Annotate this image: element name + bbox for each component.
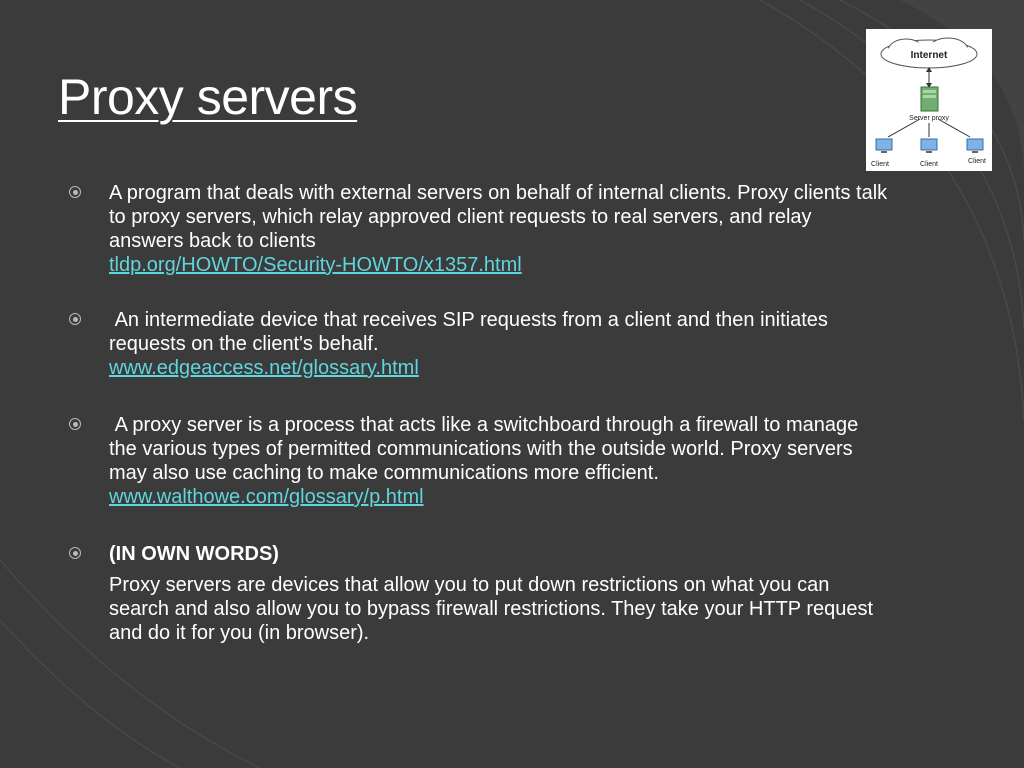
client-icon bbox=[966, 138, 984, 153]
source-link[interactable]: tldp.org/HOWTO/Security-HOWTO/x1357.html bbox=[109, 254, 522, 276]
proxy-diagram-image: Internet Server proxy Client Client bbox=[866, 29, 992, 171]
client-label: Client bbox=[968, 158, 986, 165]
server-icon bbox=[920, 86, 939, 112]
bullet-text: Proxy servers are devices that allow you… bbox=[109, 574, 874, 644]
bullet-text: A proxy server is a process that acts li… bbox=[109, 414, 859, 484]
source-link[interactable]: www.walthowe.com/glossary/p.html bbox=[109, 486, 424, 508]
source-link[interactable]: www.edgeaccess.net/glossary.html bbox=[109, 357, 419, 379]
bullet-list: A program that deals with external serve… bbox=[60, 181, 890, 645]
client-label: Client bbox=[871, 161, 889, 168]
bullet-text: An intermediate device that receives SIP… bbox=[109, 309, 828, 355]
bullet-item: A program that deals with external serve… bbox=[60, 181, 890, 277]
slide-title: Proxy servers bbox=[58, 69, 358, 125]
bullet-item: (IN OWN WORDS) Proxy servers are devices… bbox=[60, 542, 890, 645]
bullet-item: An intermediate device that receives SIP… bbox=[60, 308, 890, 380]
client-icon bbox=[875, 138, 893, 153]
bullet-text: A program that deals with external serve… bbox=[109, 182, 888, 252]
client-label: Client bbox=[920, 161, 938, 168]
bullet-icon bbox=[69, 547, 81, 559]
bullet-icon bbox=[69, 186, 81, 198]
bullet-icon bbox=[69, 418, 81, 430]
bullet-heading: (IN OWN WORDS) bbox=[109, 543, 279, 565]
client-icon bbox=[920, 138, 938, 153]
internet-cloud-icon bbox=[880, 37, 978, 69]
internet-label: Internet bbox=[911, 50, 948, 61]
bullet-icon bbox=[69, 313, 81, 325]
bullet-item: A proxy server is a process that acts li… bbox=[60, 413, 890, 509]
server-proxy-label: Server proxy bbox=[909, 115, 949, 122]
